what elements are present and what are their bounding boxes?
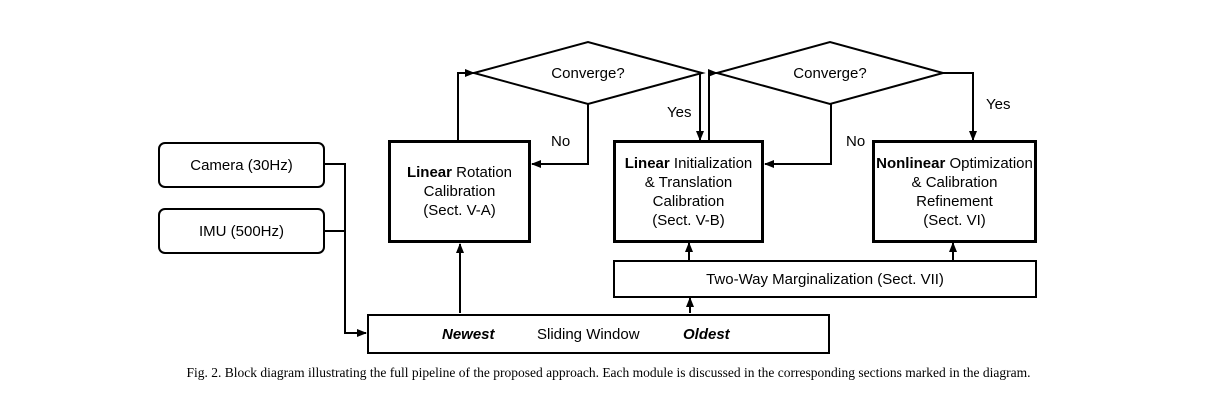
decision2-diamond	[713, 40, 947, 106]
nonlinear-title: Optimization	[945, 154, 1033, 172]
imu-node: IMU (500Hz)	[158, 208, 325, 254]
rotation-title: Rotation	[451, 164, 513, 181]
decision1-label: Converge?	[551, 65, 624, 82]
imu-label: IMU (500Hz)	[198, 222, 284, 240]
window-oldest: Oldest	[683, 326, 730, 343]
decision1-diamond	[470, 40, 706, 106]
rotation-line2: Calibration	[423, 183, 496, 200]
init-title: Initialization	[669, 154, 753, 172]
rotation-section: (Sect. V-A)	[423, 202, 496, 219]
decision1-no-label: No	[551, 133, 571, 150]
arrow-rotation-to-decision1	[457, 69, 475, 140]
arrow-decision2-yes	[943, 72, 977, 141]
nonlinear-bold: Nonlinear	[876, 154, 946, 172]
arrow-decision1-no	[531, 104, 589, 168]
initialization-node: Linear Initialization & Translation Cali…	[613, 140, 764, 243]
init-line2: & Translation	[644, 173, 733, 191]
nonlinear-node: Nonlinear Optimization & Calibration Ref…	[872, 140, 1037, 243]
init-bold: Linear	[624, 154, 670, 172]
sliding-window-node: Newest Sliding Window Oldest	[367, 314, 830, 354]
nonlinear-line3: Refinement	[916, 192, 993, 210]
init-line3: Calibration	[652, 192, 725, 210]
rotation-calibration-node: Linear Rotation Calibration (Sect. V-A)	[388, 140, 531, 243]
figure-caption: Fig. 2. Block diagram illustrating the f…	[186, 365, 1031, 380]
decision1-yes-label: Yes	[667, 104, 692, 121]
decision2-no-label: No	[846, 133, 866, 150]
rotation-bold: Linear	[406, 164, 452, 181]
marginalization-node: Two-Way Marginalization (Sect. VII)	[613, 260, 1037, 298]
camera-label: Camera (30Hz)	[190, 156, 293, 174]
arrow-camera-to-window	[325, 163, 367, 337]
nonlinear-line2: & Calibration	[911, 173, 998, 191]
marginalization-label: Two-Way Marginalization (Sect. VII)	[706, 270, 944, 288]
decision2-label: Converge?	[793, 65, 866, 82]
decision2-yes-label: Yes	[986, 96, 1011, 113]
nonlinear-section: (Sect. VI)	[923, 211, 986, 229]
window-newest: Newest	[442, 326, 495, 343]
arrow-decision2-no	[764, 104, 832, 168]
window-label: Sliding Window	[537, 326, 640, 343]
arrow-init-to-decision2	[708, 69, 718, 140]
init-section: (Sect. V-B)	[652, 211, 725, 229]
camera-node: Camera (30Hz)	[158, 142, 325, 188]
